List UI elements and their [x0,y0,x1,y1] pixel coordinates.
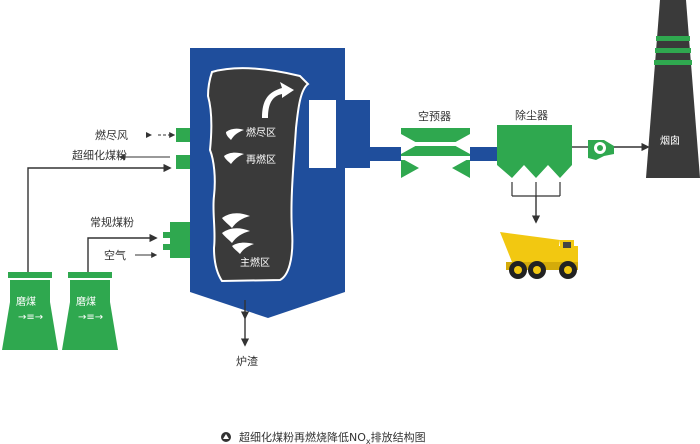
main-zone-label: 主燃区 [240,256,270,269]
flame-icon [222,128,254,254]
chimney [646,0,700,178]
dump-truck-icon [500,232,578,279]
coal-mill-2: 磨煤 →≡→ [62,272,118,350]
caption-subscript: x [366,437,371,444]
slag-label: 炉渣 [236,354,258,368]
burnout-air-port [176,128,190,142]
flue-gas-flow-icon [262,82,294,118]
main-burner [163,222,190,258]
chimney-label: 烟囱 [660,134,680,147]
caption-text-end: 排放结构图 [371,430,426,444]
caption: 超细化煤粉再燃烧降低NOx排放结构图 [221,430,426,444]
air-label: 空气 [104,248,126,262]
dust-collector-label: 除尘器 [515,108,548,122]
coal-mill-1: 磨煤 →≡→ [2,272,58,350]
air-preheater [401,128,470,178]
svg-text:超细化煤粉再燃烧降低NOx排放结构图: 超细化煤粉再燃烧降低NOx排放结构图 [239,430,426,444]
svg-text:磨煤: 磨煤 [76,295,96,308]
caption-text: 超细化煤粉再燃烧降低NO [239,430,366,444]
induced-draft-fan-icon [588,140,614,160]
regular-coal-label: 常规煤粉 [90,215,134,229]
svg-text:→≡→: →≡→ [18,312,43,323]
air-preheater-label: 空预器 [418,109,451,123]
burnout-zone-label: 燃尽区 [246,126,276,139]
ultrafine-coal-port [176,155,190,169]
svg-text:→≡→: →≡→ [78,312,103,323]
dust-collector [497,125,572,178]
furnace [190,48,401,318]
reburn-zone-label: 再燃区 [246,153,276,166]
ultrafine-coal-label: 超细化煤粉 [72,148,127,162]
burnout-air-label: 燃尽风 [95,128,128,142]
svg-text:磨煤: 磨煤 [16,295,36,308]
